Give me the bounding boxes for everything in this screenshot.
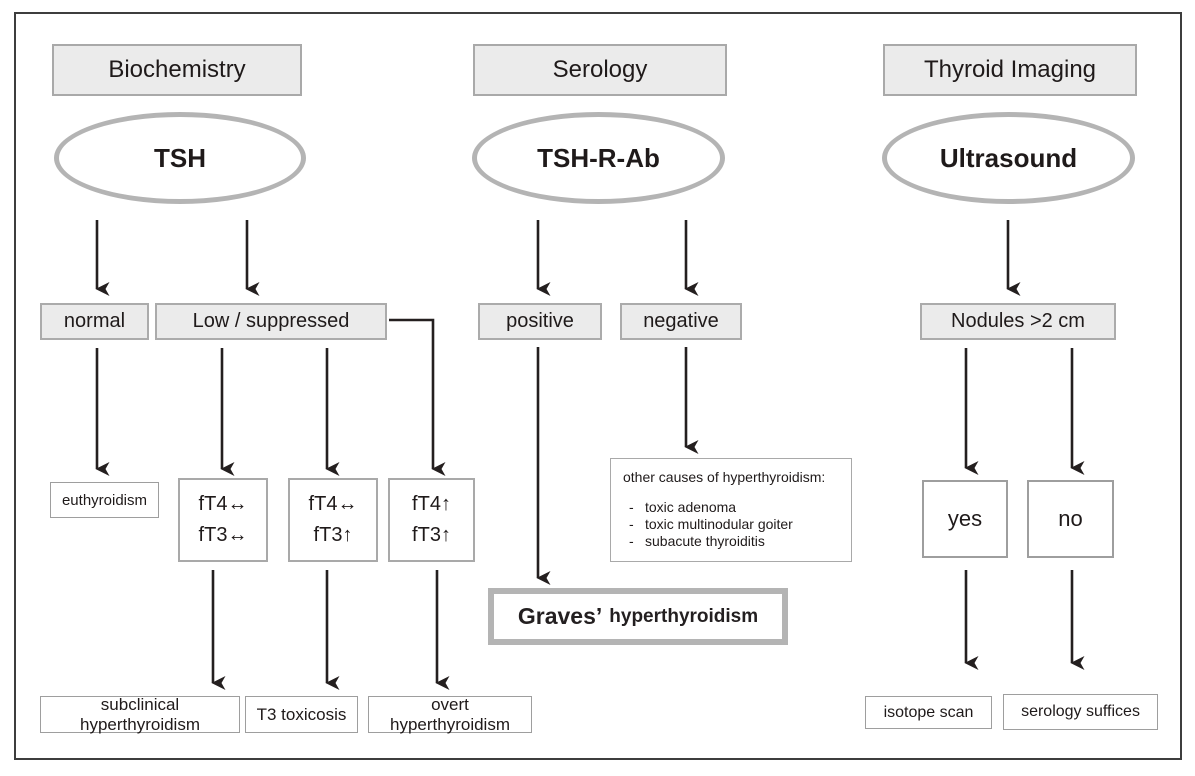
ft3-value: fT3↑ [313, 524, 353, 546]
t3-toxicosis-box: T3 toxicosis [245, 696, 358, 733]
other-causes-box: other causes of hyperthyroidism: - toxic… [610, 458, 852, 562]
yes-box: yes [922, 480, 1008, 558]
euthyroidism-box: euthyroidism [50, 482, 159, 518]
list-item: - toxic multinodular goiter [629, 516, 793, 532]
ft4-high-ft3-high-box: fT4↑ fT3↑ [388, 478, 475, 562]
ft4-value: fT4↔ [198, 493, 248, 515]
biochemistry-header: Biochemistry [52, 44, 302, 96]
ft4-value: fT4↔ [308, 493, 358, 515]
graves-rest: hyperthyroidism [609, 605, 759, 627]
no-box: no [1027, 480, 1114, 558]
ft4-ft3-normal-box: fT4↔ fT3↔ [178, 478, 268, 562]
list-item: - subacute thyroiditis [629, 533, 765, 549]
nodules-decision-box: Nodules >2 cm [920, 303, 1116, 340]
isotope-scan-box: isotope scan [865, 696, 992, 729]
tsh-ellipse: TSH [54, 112, 306, 204]
ft4-normal-ft3-high-box: fT4↔ fT3↑ [288, 478, 378, 562]
graves-word: Graves’ [517, 603, 603, 629]
ft3-value: fT3↔ [198, 524, 248, 546]
list-item: - toxic adenoma [629, 499, 737, 515]
tsh-low-suppressed-box: Low / suppressed [155, 303, 387, 340]
positive-box: positive [478, 303, 602, 340]
ft3-value: fT3↑ [412, 524, 451, 546]
tsh-normal-box: normal [40, 303, 149, 340]
serology-suffices-box: serology suffices [1003, 694, 1158, 730]
graves-hyperthyroidism-box: Graves’ hyperthyroidism [488, 588, 788, 645]
tsh-r-ab-ellipse: TSH-R-Ab [472, 112, 725, 204]
thyroid-imaging-header: Thyroid Imaging [883, 44, 1137, 96]
negative-box: negative [620, 303, 742, 340]
other-causes-title: other causes of hyperthyroidism: [623, 469, 826, 485]
subclinical-hyperthyroidism-box: subclinical hyperthyroidism [40, 695, 240, 734]
ultrasound-ellipse: Ultrasound [882, 112, 1135, 204]
serology-header: Serology [473, 44, 727, 96]
ft4-value: fT4↑ [412, 493, 451, 515]
other-causes-list: - toxic adenoma - toxic multinodular goi… [623, 499, 839, 549]
overt-hyperthyroidism-box: overt hyperthyroidism [368, 695, 532, 734]
